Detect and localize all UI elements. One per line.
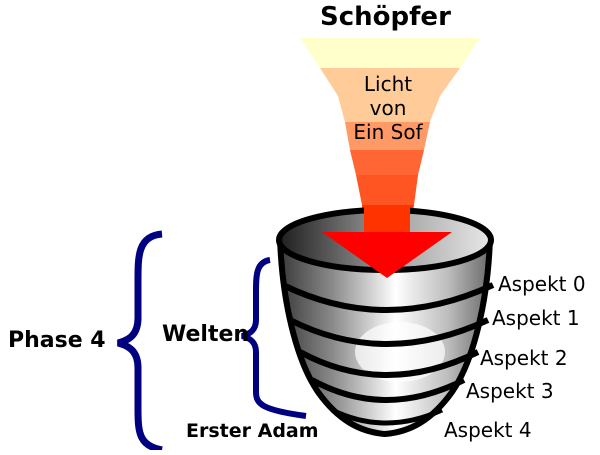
funnel-band-5 [350, 150, 424, 175]
vessel [276, 207, 495, 438]
diagram-title: Schöpfer [320, 2, 451, 32]
worlds-label: Welten [162, 322, 250, 347]
ring-2 [288, 317, 490, 347]
ring-3 [298, 349, 480, 378]
funnel-label-line-3: Ein Sof [353, 120, 423, 144]
funnel-band-4 [345, 122, 430, 150]
ring-1 [281, 282, 495, 313]
ring-5 [330, 407, 444, 426]
worlds-brace-icon [241, 257, 307, 419]
funnel-label-line-1: Licht [363, 72, 413, 96]
funnel-band-1 [300, 38, 480, 68]
phase-label: Phase 4 [8, 328, 106, 353]
funnel-band-3 [338, 96, 440, 122]
first-adam-label: Erster Adam [186, 420, 319, 442]
aspect-label-4: Aspekt 4 [444, 418, 532, 442]
aspect-label-2: Aspekt 2 [480, 346, 568, 370]
funnel-band-6 [356, 175, 418, 205]
funnel-label-line-2: von [369, 96, 407, 120]
aspect-label-1: Aspekt 1 [492, 306, 580, 330]
aspect-label-3: Aspekt 3 [466, 379, 554, 403]
phase-brace-icon [117, 230, 163, 454]
aspect-label-0: Aspekt 0 [498, 272, 586, 296]
light-arrow [322, 205, 452, 278]
ring-4 [310, 377, 466, 403]
funnel-band-2 [320, 68, 460, 96]
